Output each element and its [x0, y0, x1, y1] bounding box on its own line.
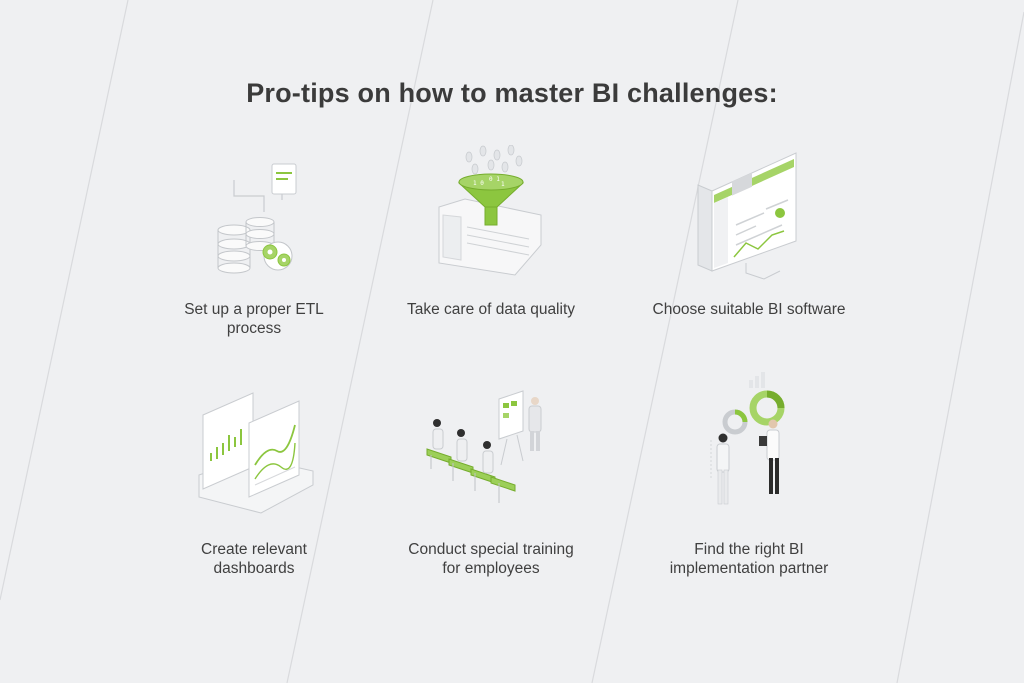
tip-caption-line: for employees — [442, 560, 540, 577]
tip-caption-line: Conduct special training — [408, 541, 574, 558]
tip-caption: Set up a proper ETL process — [134, 300, 374, 338]
svg-text:1 0: 1 0 — [473, 180, 484, 187]
data-quality-funnel-icon: 1 0 0 11 — [438, 145, 542, 276]
dashboard-charts-icon — [198, 392, 314, 514]
tip-caption-line: Find the right BI — [694, 541, 804, 558]
etl-database-gears-icon — [217, 163, 297, 274]
employee-training-icon — [426, 390, 542, 503]
bi-software-monitor-icon — [697, 152, 797, 280]
tip-caption-line: Choose suitable BI software — [652, 301, 846, 318]
svg-text:1: 1 — [501, 181, 505, 188]
tip-caption: Conduct special training for employees — [371, 540, 611, 578]
page-title: Pro-tips on how to master BI challenges: — [246, 78, 778, 108]
implementation-partner-icon — [710, 372, 785, 505]
tip-caption: Take care of data quality — [371, 300, 611, 319]
tip-caption: Choose suitable BI software — [629, 300, 869, 319]
tip-caption: Create relevant dashboards — [134, 540, 374, 578]
tip-caption-line: Create relevant — [201, 541, 307, 558]
tip-caption-line: implementation partner — [669, 560, 829, 577]
tip-caption-line: process — [226, 320, 282, 337]
tip-caption-line: Take care of data quality — [406, 301, 576, 318]
tip-caption: Find the right BI implementation partner — [629, 540, 869, 578]
svg-text:0 1: 0 1 — [489, 176, 500, 183]
tip-caption-line: dashboards — [213, 560, 295, 577]
tip-caption-line: Set up a proper ETL — [184, 301, 324, 318]
